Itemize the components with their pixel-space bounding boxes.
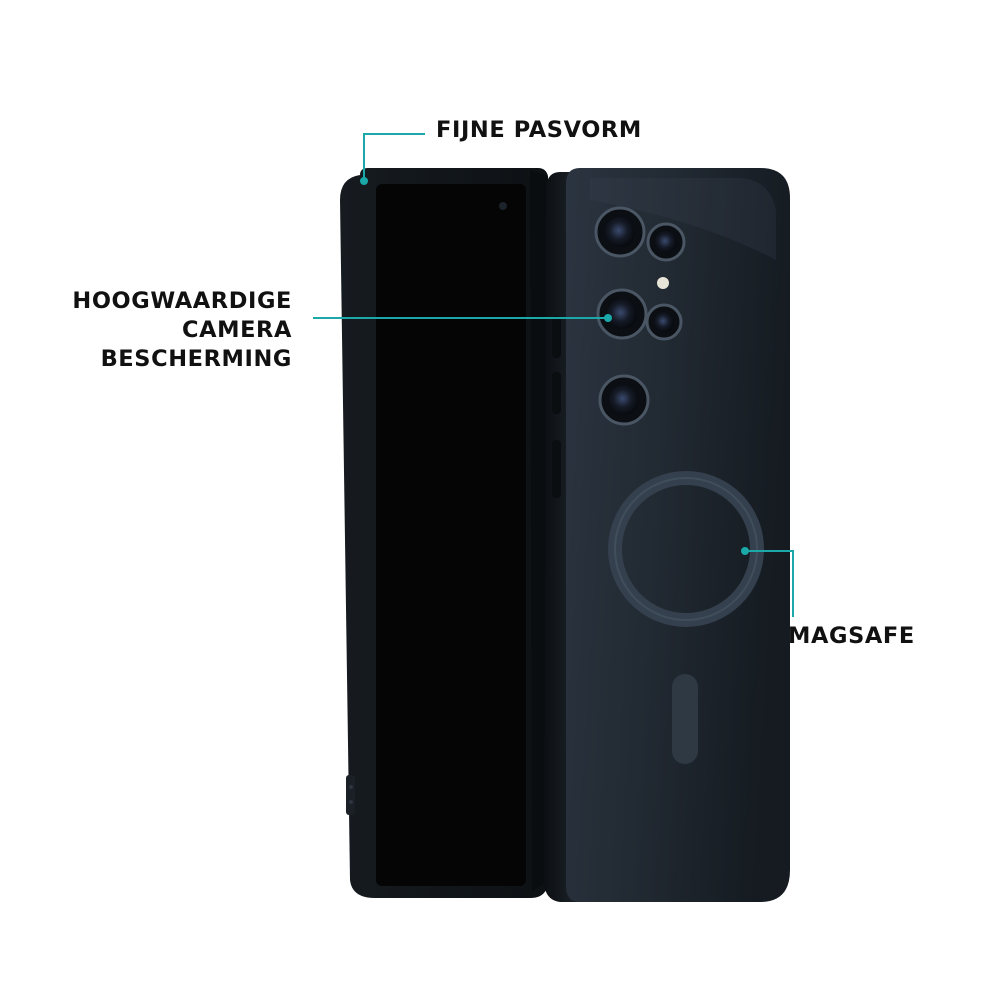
camera-label-line3: BESCHERMING: [100, 346, 292, 372]
phone-screen: [376, 184, 526, 886]
callout-camera: [313, 314, 612, 322]
camera-label-line2: CAMERA: [181, 317, 292, 343]
camera-label-line1: HOOGWAARDIGE: [72, 288, 292, 314]
front-camera-icon: [499, 202, 507, 210]
magsafe-label: MAGSAFE: [788, 623, 915, 649]
callout-dot-icon: [360, 177, 368, 185]
callout-dot-icon: [604, 314, 612, 322]
camera-lens-icon: [594, 206, 646, 258]
power-button: [552, 440, 561, 498]
flash-icon: [657, 277, 669, 289]
magsafe-ring-icon: [608, 471, 764, 764]
fit-label: FIJNE PASVORM: [436, 117, 642, 143]
callout-magsafe: [741, 547, 794, 617]
volume-button: [552, 316, 561, 358]
camera-lens-icon: [598, 374, 650, 426]
front-case: [340, 168, 548, 898]
camera-lens-icon: [596, 288, 648, 340]
callout-dot-icon: [741, 547, 749, 555]
side-button: [346, 775, 355, 815]
camera-lens-icon: [646, 222, 686, 262]
camera-lens-icon: [645, 303, 683, 341]
back-case: [544, 168, 790, 902]
volume-button: [552, 372, 561, 414]
callout-fit: [360, 133, 425, 185]
